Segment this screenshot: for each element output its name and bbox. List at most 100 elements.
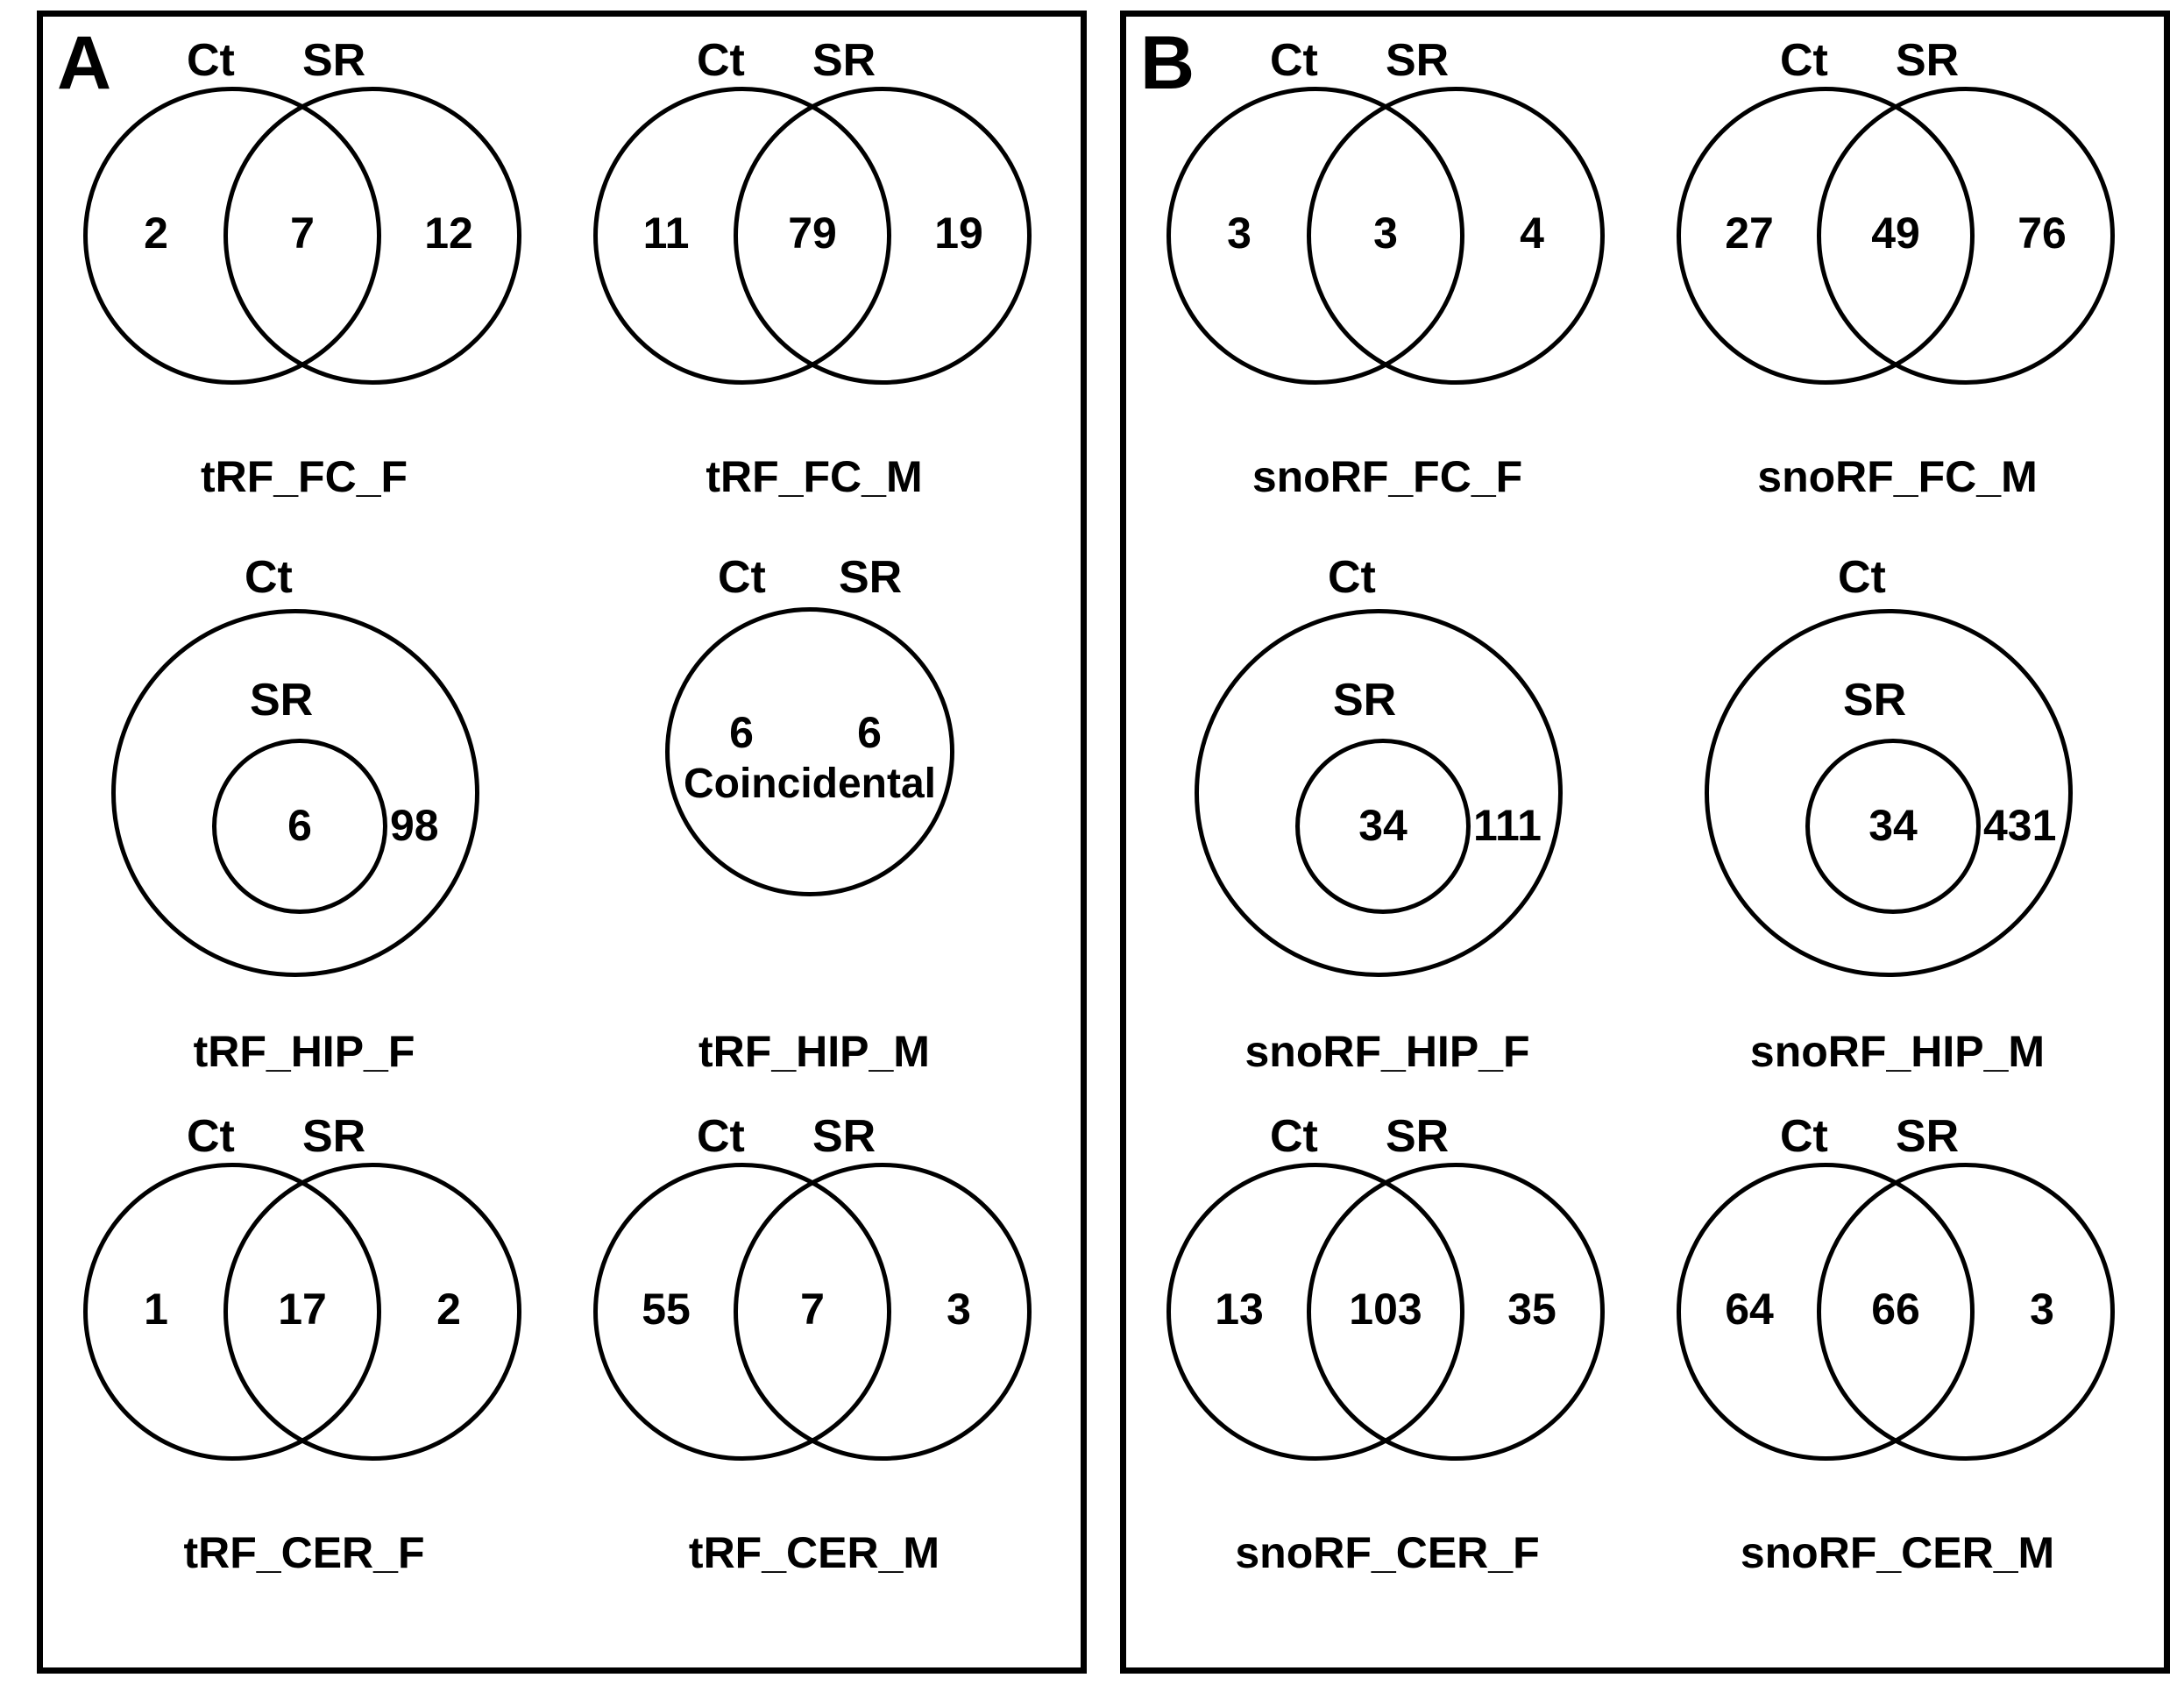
value-sr-only: 76 — [2017, 209, 2067, 258]
circle-sr — [1817, 1163, 2115, 1461]
value-sr-within-ct: 34 — [1868, 801, 1918, 850]
set-label-ct: Ct — [1780, 1111, 1828, 1162]
value-sr-only: 19 — [934, 209, 983, 258]
value-sr-only: 35 — [1507, 1285, 1556, 1334]
venn-caption: tRF_FC_M — [706, 452, 923, 501]
venn-overlap-diagram: Ct SR 2 7 12 — [83, 38, 521, 420]
set-label-ct: Ct — [1270, 35, 1318, 86]
set-label-ct: Ct — [697, 35, 745, 86]
value-shared: 3 — [1373, 209, 1398, 258]
venn-snorf-cer-m: Ct SR 64 66 3 snoRF_CER_M — [1652, 1100, 2143, 1625]
set-label-sr: SR — [1896, 1111, 1960, 1162]
value-shared: 17 — [278, 1285, 327, 1334]
panel-a: A Ct SR 2 7 12 tRF_FC_F Ct SR — [37, 11, 1087, 1674]
circle-sr — [1817, 87, 2115, 385]
value-sr-only: 12 — [424, 209, 473, 258]
venn-caption: snoRF_CER_M — [1740, 1528, 2055, 1577]
set-label-sr: SR — [1386, 35, 1450, 86]
circle-ct — [1705, 609, 2073, 977]
venn-caption: snoRF_FC_F — [1252, 452, 1523, 501]
set-label-sr: SR — [1386, 1111, 1450, 1162]
set-label-ct: Ct — [1328, 552, 1376, 603]
venn-trf-cer-f: Ct SR 1 17 2 tRF_CER_F — [59, 1100, 550, 1625]
value-ct-only: 27 — [1725, 209, 1774, 258]
venn-nested-diagram: Ct SR 34 111 — [1195, 555, 1580, 995]
venn-snorf-hip-f: Ct SR 34 111 snoRF_HIP_F — [1142, 542, 1633, 1073]
venn-caption: snoRF_HIP_F — [1244, 1027, 1530, 1076]
value-ct-only: 3 — [1227, 209, 1252, 258]
circle-sr — [223, 87, 521, 385]
value-ct-only: 2 — [144, 209, 168, 258]
value-shared: 7 — [290, 209, 315, 258]
value-sr-within-ct: 6 — [287, 801, 312, 850]
set-label-ct: Ct — [1270, 1111, 1318, 1162]
set-label-sr: SR — [812, 35, 876, 86]
set-label-sr: SR — [839, 552, 903, 603]
venn-caption: snoRF_FC_M — [1757, 452, 2038, 501]
venn-caption: snoRF_HIP_M — [1749, 1027, 2046, 1076]
value-ct-only: 111 — [1473, 801, 1542, 850]
set-label-ct: Ct — [1838, 552, 1886, 603]
set-label-ct: Ct — [245, 552, 293, 603]
venn-overlap-diagram: Ct SR 11 79 19 — [593, 38, 1032, 420]
value-sr-only: 4 — [1520, 209, 1544, 258]
venn-caption: tRF_FC_F — [200, 452, 408, 501]
set-label-ct: Ct — [187, 1111, 235, 1162]
venn-trf-hip-m: Ct SR 6 6 Coincidental tRF_HIP_M — [569, 542, 1060, 1073]
panel-a-grid: Ct SR 2 7 12 tRF_FC_F Ct SR 11 — [43, 17, 1081, 1667]
venn-nested-diagram: Ct SR 6 98 — [111, 555, 497, 995]
venn-caption: tRF_HIP_M — [698, 1027, 930, 1076]
circle-sr — [223, 1163, 521, 1461]
venn-single-diagram: Ct SR 6 6 Coincidental — [665, 555, 963, 905]
value-sr-only: 3 — [947, 1285, 971, 1334]
venn-overlap-diagram: Ct SR 13 103 35 — [1166, 1114, 1605, 1496]
panel-b-letter: B — [1140, 21, 1195, 105]
value-ct-only: 431 — [1983, 801, 2057, 850]
value-shared: 79 — [788, 209, 837, 258]
set-label-sr: SR — [812, 1111, 876, 1162]
circle-sr — [1307, 1163, 1605, 1461]
set-label-ct: Ct — [697, 1111, 745, 1162]
venn-caption: tRF_HIP_F — [193, 1027, 415, 1076]
circle-sr — [1805, 739, 1981, 914]
venn-trf-fc-f: Ct SR 2 7 12 tRF_FC_F — [59, 24, 550, 549]
value-ct-only: 98 — [390, 801, 439, 850]
value-ct-only: 11 — [642, 209, 690, 258]
value-shared: 49 — [1871, 209, 1920, 258]
venn-trf-hip-f: Ct SR 6 98 tRF_HIP_F — [59, 542, 550, 1073]
circle-sr — [212, 739, 387, 914]
panel-b-grid: Ct SR 3 3 4 snoRF_FC_F Ct SR 27 — [1126, 17, 2164, 1667]
value-shared: 7 — [800, 1285, 825, 1334]
value-shared: 103 — [1349, 1285, 1422, 1334]
circle-sr — [1307, 87, 1605, 385]
venn-caption: tRF_CER_F — [183, 1528, 425, 1577]
venn-nested-diagram: Ct SR 34 431 — [1705, 555, 2090, 995]
set-label-sr: SR — [1896, 35, 1960, 86]
value-ct: 6 — [729, 708, 754, 757]
set-label-sr: SR — [302, 35, 366, 86]
venn-caption: snoRF_CER_F — [1235, 1528, 1540, 1577]
set-label-sr: SR — [1333, 675, 1397, 726]
venn-trf-fc-m: Ct SR 11 79 19 tRF_FC_M — [569, 24, 1060, 549]
venn-snorf-fc-f: Ct SR 3 3 4 snoRF_FC_F — [1142, 24, 1633, 549]
venn-overlap-diagram: Ct SR 3 3 4 — [1166, 38, 1605, 420]
set-label-ct: Ct — [1780, 35, 1828, 86]
value-sr-only: 2 — [436, 1285, 461, 1334]
venn-caption: tRF_CER_M — [688, 1528, 940, 1577]
venn-overlap-diagram: Ct SR 27 49 76 — [1677, 38, 2115, 420]
circle-sr — [734, 87, 1032, 385]
panel-b: B Ct SR 3 3 4 snoRF_FC_F Ct SR — [1120, 11, 2170, 1674]
set-label-sr: SR — [1843, 675, 1907, 726]
coincidental-note: Coincidental — [683, 761, 937, 807]
circle-sr — [1295, 739, 1471, 914]
circle-sr — [734, 1163, 1032, 1461]
value-ct-only: 1 — [144, 1285, 168, 1334]
value-ct-only: 64 — [1725, 1285, 1774, 1334]
circle-ct — [111, 609, 479, 977]
venn-trf-cer-m: Ct SR 55 7 3 tRF_CER_M — [569, 1100, 1060, 1625]
venn-overlap-diagram: Ct SR 64 66 3 — [1677, 1114, 2115, 1496]
venn-overlap-diagram: Ct SR 55 7 3 — [593, 1114, 1032, 1496]
venn-snorf-cer-f: Ct SR 13 103 35 snoRF_CER_F — [1142, 1100, 1633, 1625]
venn-overlap-diagram: Ct SR 1 17 2 — [83, 1114, 521, 1496]
